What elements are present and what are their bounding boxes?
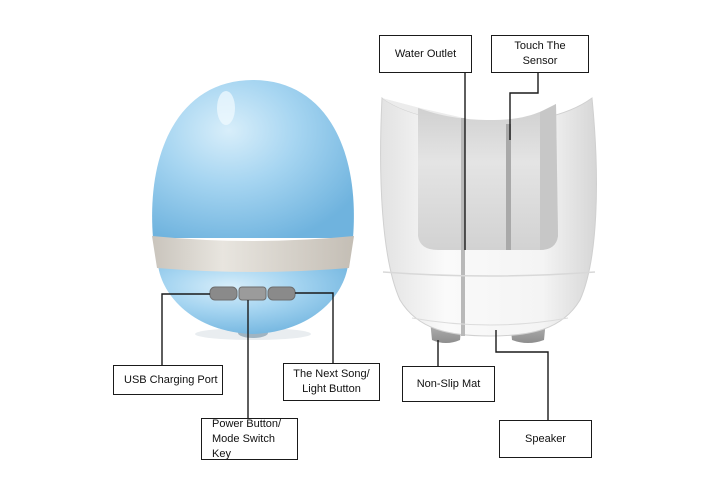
pot-button-row [209, 286, 296, 301]
label-non-slip-mat: Non-Slip Mat [402, 366, 495, 402]
pot-upper-dome [152, 80, 354, 238]
cavity-right-wall [540, 104, 558, 250]
leader-touch-sensor [509, 73, 539, 140]
leader-lines [161, 73, 549, 420]
blue-pot-front-view [152, 80, 354, 340]
label-non-slip-mat-text: Non-Slip Mat [416, 377, 481, 390]
water-reservoir-cavity [418, 104, 558, 250]
label-power-mode-switch-text: Power Button/ Mode Switch Key [212, 417, 282, 460]
leader-next-song [295, 292, 334, 364]
label-next-song-light-button: The Next Song/ Light Button [283, 363, 380, 401]
white-shell-cutaway-view [380, 97, 597, 343]
label-water-outlet: Water Outlet [379, 35, 472, 73]
pot-highlight [217, 91, 235, 125]
label-usb-charging-port-text: USB Charging Port [124, 373, 218, 386]
label-water-outlet-text: Water Outlet [394, 47, 457, 60]
shell-bottom-edge [411, 317, 569, 326]
touch-sensor-strip [506, 124, 511, 250]
shell-seam [382, 271, 596, 277]
leader-speaker [495, 330, 549, 420]
next-song-light-button[interactable] [267, 286, 296, 301]
usb-charging-port-button[interactable] [209, 286, 238, 301]
label-power-mode-switch: Power Button/ Mode Switch Key [201, 418, 298, 460]
label-next-song-light-button-text: The Next Song/ Light Button [293, 368, 370, 395]
leader-usb-port [161, 293, 210, 366]
water-outlet-tube [461, 118, 465, 336]
label-usb-charging-port: USB Charging Port [113, 365, 223, 395]
label-touch-sensor-text: Touch The Sensor [514, 40, 566, 67]
label-speaker: Speaker [499, 420, 592, 458]
power-mode-button[interactable] [238, 286, 267, 301]
label-touch-sensor: Touch The Sensor [491, 35, 589, 73]
label-speaker-text: Speaker [525, 432, 566, 445]
pot-beige-band [152, 236, 354, 272]
